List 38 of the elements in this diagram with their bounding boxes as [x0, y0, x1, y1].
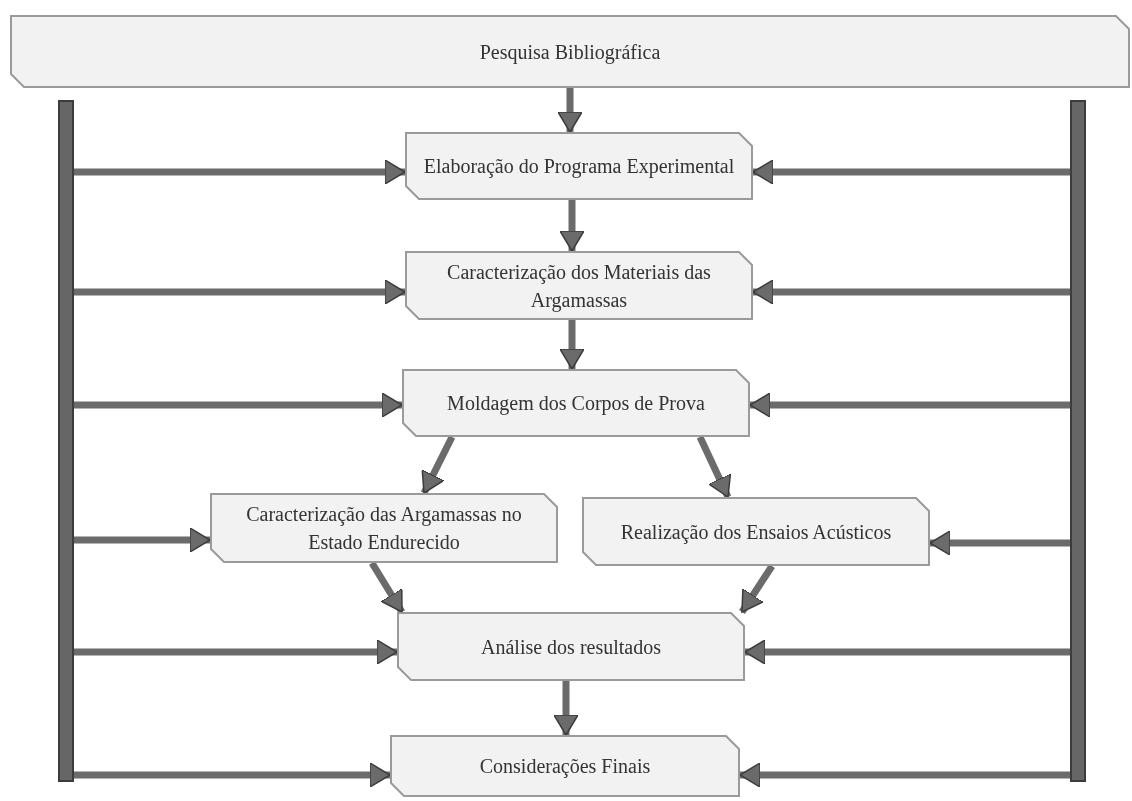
process-box — [405, 251, 753, 320]
box-label: Moldagem dos Corpos de Prova — [446, 391, 706, 417]
box-label: Caracterização dos Materiais das Argamassas — [446, 259, 712, 314]
arrow — [557, 88, 583, 133]
arrow — [74, 392, 403, 418]
header-text: Pesquisa Bibliográfica — [478, 39, 662, 66]
header-band — [10, 15, 1130, 88]
box-label: Realização dos Ensaios Acústicos — [619, 519, 893, 546]
box-label: Caracterização das Argamassas no Estado Endurecido — [245, 502, 523, 555]
process-box — [582, 497, 930, 566]
arrow — [739, 564, 775, 614]
arrow — [749, 392, 1070, 418]
arrow — [752, 279, 1070, 305]
arrow — [74, 159, 406, 185]
arrow — [369, 561, 405, 614]
arrow — [739, 762, 1070, 788]
arrow — [744, 639, 1070, 665]
vertical-bar — [1070, 100, 1086, 782]
arrow — [420, 435, 456, 495]
arrow — [559, 320, 585, 370]
vertical-bar — [58, 100, 74, 782]
arrow — [74, 762, 391, 788]
box-label: Considerações Finais — [478, 754, 652, 780]
process-box — [390, 735, 740, 797]
process-box — [405, 132, 753, 200]
process-box — [397, 612, 745, 681]
process-box — [210, 493, 558, 563]
arrow — [696, 435, 732, 499]
arrow — [752, 159, 1070, 185]
arrow — [74, 527, 211, 553]
arrow — [553, 681, 579, 736]
arrow — [929, 530, 1070, 556]
box-label: Elaboração do Programa Experimental — [422, 154, 736, 180]
arrow — [559, 200, 585, 252]
arrow — [74, 279, 406, 305]
process-box — [402, 369, 750, 437]
box-label: Análise dos resultados — [480, 634, 662, 660]
arrow — [74, 639, 398, 665]
